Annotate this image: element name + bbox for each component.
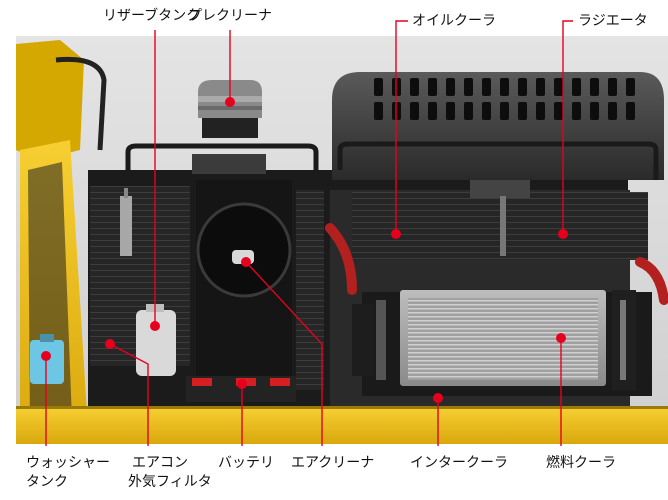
vent-slot bbox=[482, 78, 491, 96]
vent-slot bbox=[518, 78, 527, 96]
vent-slot bbox=[446, 102, 455, 120]
label-reservoir-tank: リザーブタンク bbox=[103, 8, 201, 24]
label-pre-cleaner: プレクリーナ bbox=[188, 8, 272, 24]
vent-slot bbox=[500, 78, 509, 96]
vent-slot bbox=[464, 102, 473, 120]
vent-slot bbox=[626, 102, 635, 120]
label-oil-cooler: オイルクーラ bbox=[412, 13, 496, 29]
label-washer-tank-line1: ウォッシャー bbox=[26, 455, 110, 471]
label-air-cleaner: エアクリーナ bbox=[291, 455, 375, 471]
vent-slot bbox=[626, 78, 635, 96]
label-radiator: ラジエータ bbox=[578, 13, 648, 29]
machine-frame bbox=[16, 406, 668, 444]
vent-slot bbox=[464, 78, 473, 96]
vent-slot bbox=[482, 102, 491, 120]
vent-slot bbox=[536, 78, 545, 96]
vent-slot bbox=[572, 78, 581, 96]
vent-slot bbox=[590, 78, 599, 96]
label-fuel-cooler: 燃料クーラ bbox=[546, 455, 616, 471]
intercooler-body bbox=[352, 290, 652, 396]
battery-body bbox=[186, 376, 296, 402]
vent-slot bbox=[392, 102, 401, 120]
vent-slot bbox=[410, 78, 419, 96]
washer-tank-body bbox=[30, 334, 64, 384]
red-hoses bbox=[325, 223, 668, 305]
vent-slot bbox=[374, 78, 383, 96]
vent-slot bbox=[608, 78, 617, 96]
label-aircon-filter-line2: 外気フィルタ bbox=[128, 474, 212, 490]
air-cleaner-body bbox=[196, 180, 324, 390]
pre-cleaner-cap bbox=[192, 80, 266, 174]
vent-slot bbox=[500, 102, 509, 120]
label-battery: バッテリ bbox=[218, 455, 274, 471]
vent-slot bbox=[428, 102, 437, 120]
vent-slot bbox=[554, 78, 563, 96]
handrails bbox=[125, 141, 659, 180]
vent-slot bbox=[554, 102, 563, 120]
vent-slot bbox=[392, 78, 401, 96]
vent-slot bbox=[608, 102, 617, 120]
label-intercooler: インタークーラ bbox=[410, 455, 508, 471]
reservoir-tank-body bbox=[136, 304, 176, 376]
vent-slot bbox=[428, 78, 437, 96]
vent-slot bbox=[590, 102, 599, 120]
vent-slot bbox=[536, 102, 545, 120]
vent-slot bbox=[446, 78, 455, 96]
vent-slot bbox=[518, 102, 527, 120]
vent-slot bbox=[410, 102, 419, 120]
radiator-cover bbox=[332, 72, 664, 180]
vent-slot bbox=[572, 102, 581, 120]
label-washer-tank-line2: タンク bbox=[26, 474, 68, 490]
vent-slot bbox=[374, 102, 383, 120]
label-aircon-filter-line1: エアコン bbox=[132, 455, 188, 471]
cooling-core bbox=[352, 180, 648, 260]
